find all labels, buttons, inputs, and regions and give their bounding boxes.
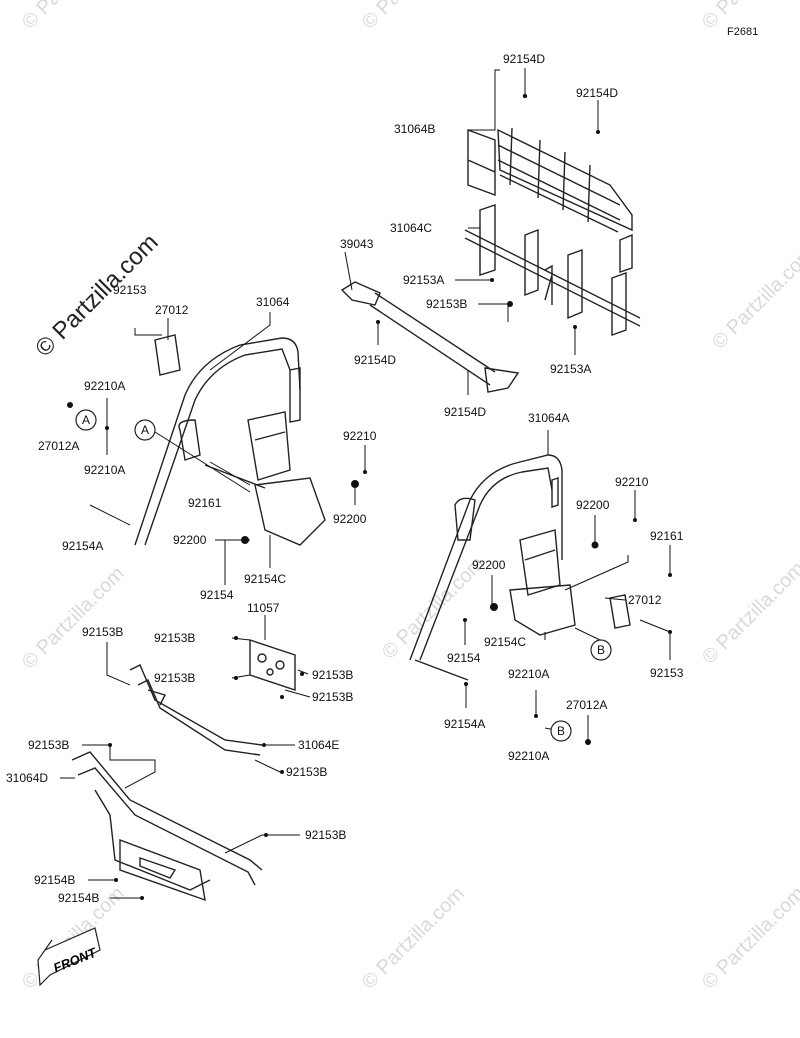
part-label: 92154C [484, 635, 526, 649]
part-label: 31064B [394, 122, 435, 136]
watermarks: © Partzilla.com © Partzilla.com © Partzi… [18, 0, 800, 994]
crossbar-39043 [340, 281, 520, 393]
watermark-text: © Partzilla.com [18, 563, 129, 674]
part-label: 92153B [154, 671, 195, 685]
part-label: 92200 [173, 533, 207, 547]
part-label: 92154D [354, 353, 396, 367]
part-label: 27012A [38, 439, 79, 453]
part-label: 92154A [62, 539, 103, 553]
callout-A2: A [134, 419, 156, 441]
part-label: 92154 [200, 588, 234, 602]
part-label: 27012 [155, 303, 189, 317]
part-label: 92161 [188, 496, 222, 510]
part-label: 92153B [286, 765, 327, 779]
part-label: 92153 [113, 283, 147, 297]
brace-31064E [129, 664, 263, 756]
watermark-text: © Partzilla.com [708, 243, 800, 354]
part-label: 92153B [305, 828, 346, 842]
watermark-text: © Partzilla.com [18, 0, 129, 34]
part-label: 92153B [154, 631, 195, 645]
part-label: 92153A [403, 273, 444, 287]
callout-letter: B [597, 643, 605, 657]
callout-B1: B [590, 639, 612, 661]
part-label: 92210 [615, 475, 649, 489]
part-label: 92210A [508, 667, 549, 681]
part-label: 92154C [244, 572, 286, 586]
part-label: 92154D [444, 405, 486, 419]
part-label: 31064C [390, 221, 432, 235]
watermark-text: © Partzilla.com [358, 0, 469, 34]
part-label: 92154B [58, 891, 99, 905]
part-label: 92154D [503, 52, 545, 66]
callout-letter: A [82, 413, 90, 427]
rops-left-31064 [134, 334, 326, 546]
part-label: 92210 [343, 429, 377, 443]
part-label: 31064D [6, 771, 48, 785]
front-bumper-31064D [71, 751, 263, 902]
callout-letter: B [557, 724, 565, 738]
part-label: 92200 [576, 498, 610, 512]
watermark-text: © Partzilla.com [358, 883, 469, 994]
part-label: 92153B [28, 738, 69, 752]
part-label: 27012A [566, 698, 607, 712]
part-label: 92153B [82, 625, 123, 639]
part-label: 92154 [447, 651, 481, 665]
watermark-text: © Partzilla.com [698, 883, 800, 994]
part-label: 31064A [528, 411, 569, 425]
rops-right-31064A [409, 454, 631, 681]
part-label: 92161 [650, 529, 684, 543]
part-label: 92153B [312, 690, 353, 704]
part-label: 31064 [256, 295, 290, 309]
front-arrow-icon [37, 927, 101, 987]
part-label: 92153B [312, 668, 353, 682]
part-label: 92200 [333, 512, 367, 526]
part-label: 31064E [298, 738, 339, 752]
part-label: 92200 [472, 558, 506, 572]
part-label: 92210A [84, 379, 125, 393]
diagram-code: F2681 [727, 26, 758, 38]
part-label: 92154A [444, 717, 485, 731]
rear-rail-assembly [464, 127, 641, 336]
part-label: 27012 [628, 593, 662, 607]
part-label: 92153B [426, 297, 467, 311]
callout-A1: A [75, 409, 97, 431]
part-label: 92153A [550, 362, 591, 376]
part-label: 92210A [508, 749, 549, 763]
part-label: 92153 [650, 666, 684, 680]
callout-B2: B [550, 720, 572, 742]
part-label: 92154D [576, 86, 618, 100]
callout-letter: A [141, 423, 149, 437]
watermark-text: © Partzilla.com [698, 558, 800, 669]
hardware-dots [67, 93, 672, 900]
bracket-plate-11057 [249, 639, 296, 691]
part-label: 92210A [84, 463, 125, 477]
leader-lines [60, 68, 671, 899]
part-label: 11057 [247, 601, 280, 615]
part-label: 92154B [34, 873, 75, 887]
part-labels: 92154D 92154D 31064B 31064C 39043 92153A… [6, 52, 684, 905]
part-label: 39043 [340, 237, 374, 251]
